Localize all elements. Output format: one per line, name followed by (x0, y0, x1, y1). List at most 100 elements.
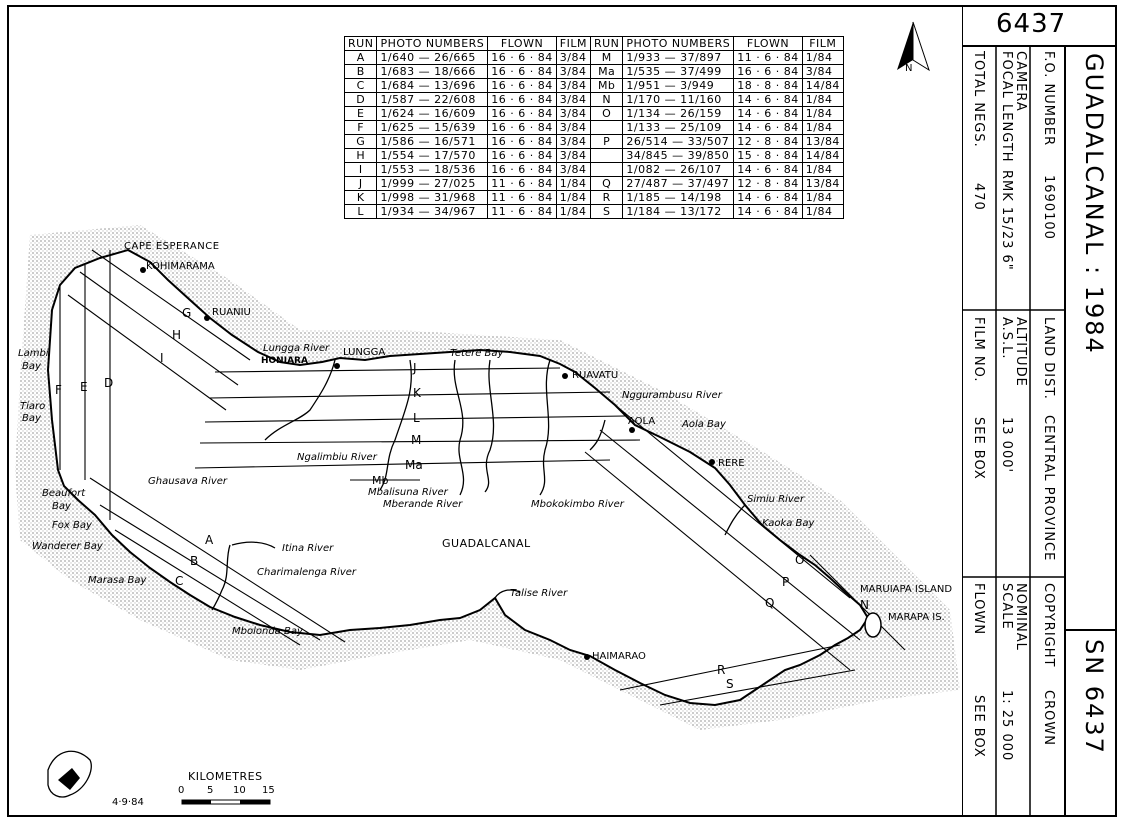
header-run: RUN (343, 36, 378, 51)
label-ruaniu: RUANIU (212, 307, 251, 318)
rivers (211, 359, 746, 611)
cell-photos: 1/553 — 18/536 (376, 162, 489, 177)
north-arrow-icon (897, 21, 930, 72)
label-mberande: Mberande River (383, 499, 463, 510)
sheet-title: GUADALCANAL : 1984 (1080, 53, 1108, 355)
cell-run: E (343, 106, 378, 121)
cell-photos: 1/535 — 37/499 (622, 64, 735, 79)
cell-run: S (589, 204, 624, 219)
cell-film: 1/84 (801, 162, 844, 177)
cell-film: 1/84 (801, 190, 844, 205)
marapa-island (864, 612, 882, 638)
label-lambi-1: Lambi (18, 348, 49, 359)
cell-film: 3/84 (555, 64, 591, 79)
cell-photos: 27/487 — 37/497 (622, 176, 735, 191)
cell-photos: 1/624 — 16/609 (376, 106, 489, 121)
total-negs-value: 470 (971, 183, 986, 211)
label-lambi-2: Bay (22, 361, 41, 372)
cell-run: D (343, 92, 378, 107)
film-no-value: SEE BOX (971, 417, 986, 480)
label-beaufort-1: Beaufort (42, 488, 86, 499)
camera-label: CAMERA (1013, 51, 1028, 112)
flight-lines (59, 249, 906, 706)
cell-run: B (343, 64, 378, 79)
cell-film: 1/84 (801, 106, 844, 121)
cell-run: N (589, 92, 624, 107)
run-label-c: C (175, 574, 184, 588)
altitude-value: 13 000' (999, 417, 1014, 474)
cell-photos: 1/587 — 22/608 (376, 92, 489, 107)
cell-flown: 11 · 6 · 84 (733, 50, 803, 65)
cell-flown: 16 · 6 · 84 (487, 64, 557, 79)
run-label-r: R (717, 663, 726, 677)
run-label-l: L (413, 411, 420, 425)
run-label-g: G (182, 306, 192, 320)
label-mbokokimbo: Mbokokimbo River (531, 499, 624, 510)
scale-bar-graphic (181, 799, 271, 805)
cell-film: 3/84 (555, 50, 591, 65)
label-mbalisuna: Mbalisuna River (368, 487, 448, 498)
cell-flown: 14 · 6 · 84 (733, 120, 803, 135)
run-label-p: P (782, 575, 790, 589)
cell-film: 14/84 (801, 78, 844, 93)
label-honiara: HONIARA (261, 356, 308, 366)
label-talise: Talise River (510, 588, 568, 599)
header-flown: FLOWN (487, 36, 557, 51)
run-label-j: J (413, 361, 417, 375)
sheet-border (7, 5, 1117, 817)
cell-flown: 14 · 6 · 84 (733, 190, 803, 205)
label-tiaro-1: Tiaro (20, 401, 46, 412)
label-marapa: MARAPA IS. (888, 612, 945, 623)
cell-film: 1/84 (555, 204, 591, 219)
cell-photos: 26/514 — 33/507 (622, 134, 735, 149)
cell-run (589, 148, 624, 163)
cell-flown: 16 · 6 · 84 (487, 92, 557, 107)
cell-photos: 1/184 — 13/172 (622, 204, 735, 219)
label-guadalcanal: GUADALCANAL (442, 537, 531, 550)
copyright-value: CROWN (1041, 690, 1056, 746)
cell-run: J (343, 176, 378, 191)
header-flown-2: FLOWN (733, 36, 803, 51)
cell-film: 13/84 (801, 176, 844, 191)
island-guadalcanal (46, 248, 870, 707)
cell-flown: 11 · 6 · 84 (487, 204, 557, 219)
label-tetere-bay: Tetere Bay (450, 348, 504, 359)
cell-flown: 11 · 6 · 84 (487, 176, 557, 191)
cell-run: O (589, 106, 624, 121)
cell-run: G (343, 134, 378, 149)
header-photo-numbers-2: PHOTO NUMBERS (622, 36, 735, 51)
header-photo-numbers: PHOTO NUMBERS (376, 36, 489, 51)
cell-film: 1/84 (801, 204, 844, 219)
run-label-a: A (205, 533, 214, 547)
table-header-row: RUN PHOTO NUMBERS FLOWN FILM RUN PHOTO N… (343, 36, 844, 51)
cell-film: 3/84 (555, 120, 591, 135)
label-aola: AOLA (628, 416, 656, 427)
cell-flown: 11 · 6 · 84 (487, 190, 557, 205)
label-charimalenga: Charimalenga River (257, 567, 357, 578)
cell-photos: 1/998 — 31/968 (376, 190, 489, 205)
run-label-m: M (411, 433, 422, 447)
label-kohimarama: KOHIMARAMA (146, 261, 215, 272)
cell-film: 3/84 (555, 78, 591, 93)
cell-film: 3/84 (555, 92, 591, 107)
flown-label: FLOWN (971, 583, 986, 636)
copyright-label: COPYRIGHT (1041, 583, 1056, 668)
label-ghausava: Ghausava River (148, 476, 228, 487)
cell-flown: 16 · 6 · 84 (487, 162, 557, 177)
label-lungga: LUNGGA (343, 347, 386, 358)
label-tiaro-2: Bay (22, 413, 41, 424)
scale-bar-title: KILOMETRES (188, 770, 263, 783)
cell-flown: 16 · 6 · 84 (733, 64, 803, 79)
run-label-b: B (190, 554, 199, 568)
run-label-q: Q (765, 596, 775, 610)
town-markers (140, 267, 715, 660)
cell-run: Q (589, 176, 624, 191)
cell-flown: 12 · 8 · 84 (733, 176, 803, 191)
cell-flown: 16 · 6 · 84 (487, 134, 557, 149)
run-label-s: S (726, 677, 734, 691)
